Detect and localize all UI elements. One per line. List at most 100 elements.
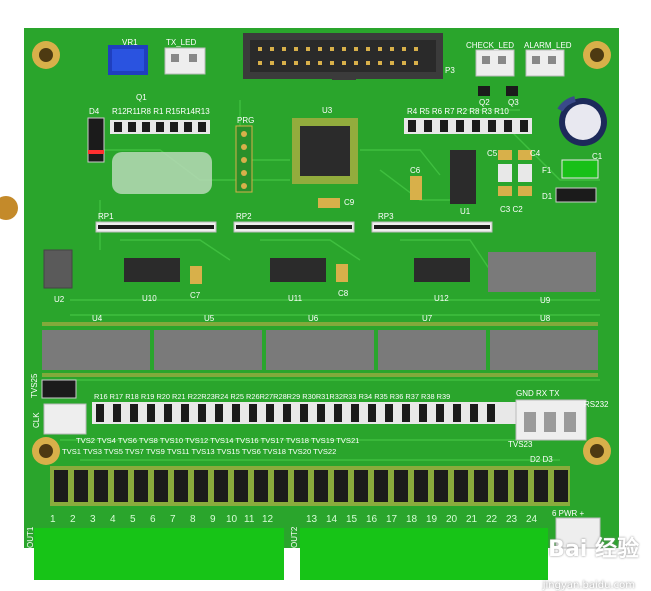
label-q1: Q1 xyxy=(136,93,147,102)
channel-number: 18 xyxy=(406,514,418,525)
standoff-left xyxy=(0,196,18,220)
f1-fuse xyxy=(561,159,599,179)
label-c3-c2: C3 C2 xyxy=(500,205,523,214)
resistors-r16-group xyxy=(92,402,516,424)
channel-number: 5 xyxy=(130,514,136,525)
label-c9: C9 xyxy=(344,198,355,207)
label-q3: Q3 xyxy=(508,98,519,107)
resistors-r4-group xyxy=(404,118,532,134)
channel-number: 10 xyxy=(226,514,238,525)
channel-number: 9 xyxy=(210,514,216,525)
label-tx-led: TX_LED xyxy=(166,38,197,47)
label-out1: OUT1 xyxy=(26,526,35,548)
pwr-connector xyxy=(555,517,601,549)
u11-ic xyxy=(270,258,326,282)
c9-capacitor xyxy=(318,198,340,208)
label-u12: U12 xyxy=(434,294,449,303)
channel-number: 17 xyxy=(386,514,398,525)
channel-number: 11 xyxy=(244,514,255,525)
u9-relay xyxy=(488,252,596,292)
channel-number: 1 xyxy=(50,514,56,525)
label-tvs25: TVS25 xyxy=(30,373,39,398)
channel-number: 12 xyxy=(262,514,274,525)
label-u7: U7 xyxy=(422,314,433,323)
label-tvs23: TVS23 xyxy=(508,440,533,449)
label-f1: F1 xyxy=(542,166,552,175)
label-u4: U4 xyxy=(92,314,103,323)
channel-number: 19 xyxy=(426,514,438,525)
watermark-logo: Bai 经验 xyxy=(548,537,639,562)
channel-number: 20 xyxy=(446,514,458,525)
label-d1: D1 xyxy=(542,192,553,201)
label-alarm-led: ALARM_LED xyxy=(524,41,572,50)
channel-number: 8 xyxy=(190,514,196,525)
capacitors-c2-c5 xyxy=(498,150,532,196)
label-c7: C7 xyxy=(190,291,201,300)
alarm-led-connector xyxy=(525,49,565,77)
watermark-url: jingyan.baidu.com xyxy=(542,580,635,591)
label-rs232: RS232 xyxy=(584,400,609,409)
label-c5: C5 xyxy=(487,149,498,158)
label-u9: U9 xyxy=(540,296,551,305)
label-check-led: CHECK_LED xyxy=(466,41,515,50)
label-u1: U1 xyxy=(460,207,471,216)
label-gnd-rx-tx: GND RX TX xyxy=(516,389,560,398)
label-p3: P3 xyxy=(445,66,455,75)
c6-capacitor xyxy=(410,176,422,200)
c7-capacitor xyxy=(190,266,202,284)
label-rp3: RP3 xyxy=(378,212,394,221)
label-c1: C1 xyxy=(592,152,603,161)
label-u5: U5 xyxy=(204,314,215,323)
u10-ic xyxy=(124,258,180,282)
label-r4-row: R4 R5 R6 R7 R2 R8 R3 R10 xyxy=(407,107,509,116)
label-u8: U8 xyxy=(540,314,551,323)
channel-number: 23 xyxy=(506,514,518,525)
clk-connector xyxy=(43,403,87,435)
channel-number: 6 xyxy=(150,514,156,525)
label-r12-row: R12R11R8 R1 R15R14R13 xyxy=(112,107,210,116)
optocoupler-row xyxy=(42,330,598,370)
u12-ic xyxy=(414,258,470,282)
label-c4: C4 xyxy=(530,149,541,158)
u2-regulator xyxy=(43,249,73,289)
channel-number: 7 xyxy=(170,514,176,525)
label-c6: C6 xyxy=(410,166,421,175)
u1-ic xyxy=(450,150,476,204)
channel-number: 22 xyxy=(486,514,498,525)
label-u11: U11 xyxy=(288,294,303,303)
label-q2: Q2 xyxy=(479,98,490,107)
check-led-connector xyxy=(475,49,515,77)
label-c8: C8 xyxy=(338,289,349,298)
channel-number: 15 xyxy=(346,514,358,525)
label-prg: PRG xyxy=(237,116,255,125)
label-u6: U6 xyxy=(308,314,319,323)
c8-capacitor xyxy=(336,264,348,282)
q2-transistor xyxy=(478,86,490,96)
tvs25-diode xyxy=(41,379,77,399)
channel-number: 14 xyxy=(326,514,338,525)
label-out2: OUT2 xyxy=(290,526,299,548)
label-u2: U2 xyxy=(54,295,65,304)
label-r16-row: R16 R17 R18 R19 R20 R21 R22R23R24 R25 R2… xyxy=(94,392,451,401)
blurred-label xyxy=(112,152,212,194)
channel-number: 3 xyxy=(90,514,96,525)
channel-number: 4 xyxy=(110,514,116,525)
d1-diode xyxy=(555,187,597,203)
label-d4: D4 xyxy=(89,107,100,116)
channel-number: 13 xyxy=(306,514,318,525)
label-tvs-top: TVS2 TVS4 TVS6 TVS8 TVS10 TVS12 TVS14 TV… xyxy=(76,436,360,445)
channel-number: 2 xyxy=(70,514,76,525)
label-rp2: RP2 xyxy=(236,212,252,221)
channel-number: 24 xyxy=(526,514,538,525)
label-d2-d3: D2 D3 xyxy=(530,455,553,464)
out2-terminal xyxy=(300,528,548,580)
label-tvs-bottom: TVS1 TVS3 TVS5 TVS7 TVS9 TVS11 TVS13 TVS… xyxy=(62,447,337,456)
label-pwr: 6 PWR + xyxy=(552,509,585,518)
resistors-r12-group xyxy=(110,120,210,134)
channel-number: 16 xyxy=(366,514,378,525)
label-u10: U10 xyxy=(142,294,157,303)
resistor-packs xyxy=(95,221,493,233)
d4-diode xyxy=(87,117,105,163)
channel-number: 21 xyxy=(466,514,478,525)
